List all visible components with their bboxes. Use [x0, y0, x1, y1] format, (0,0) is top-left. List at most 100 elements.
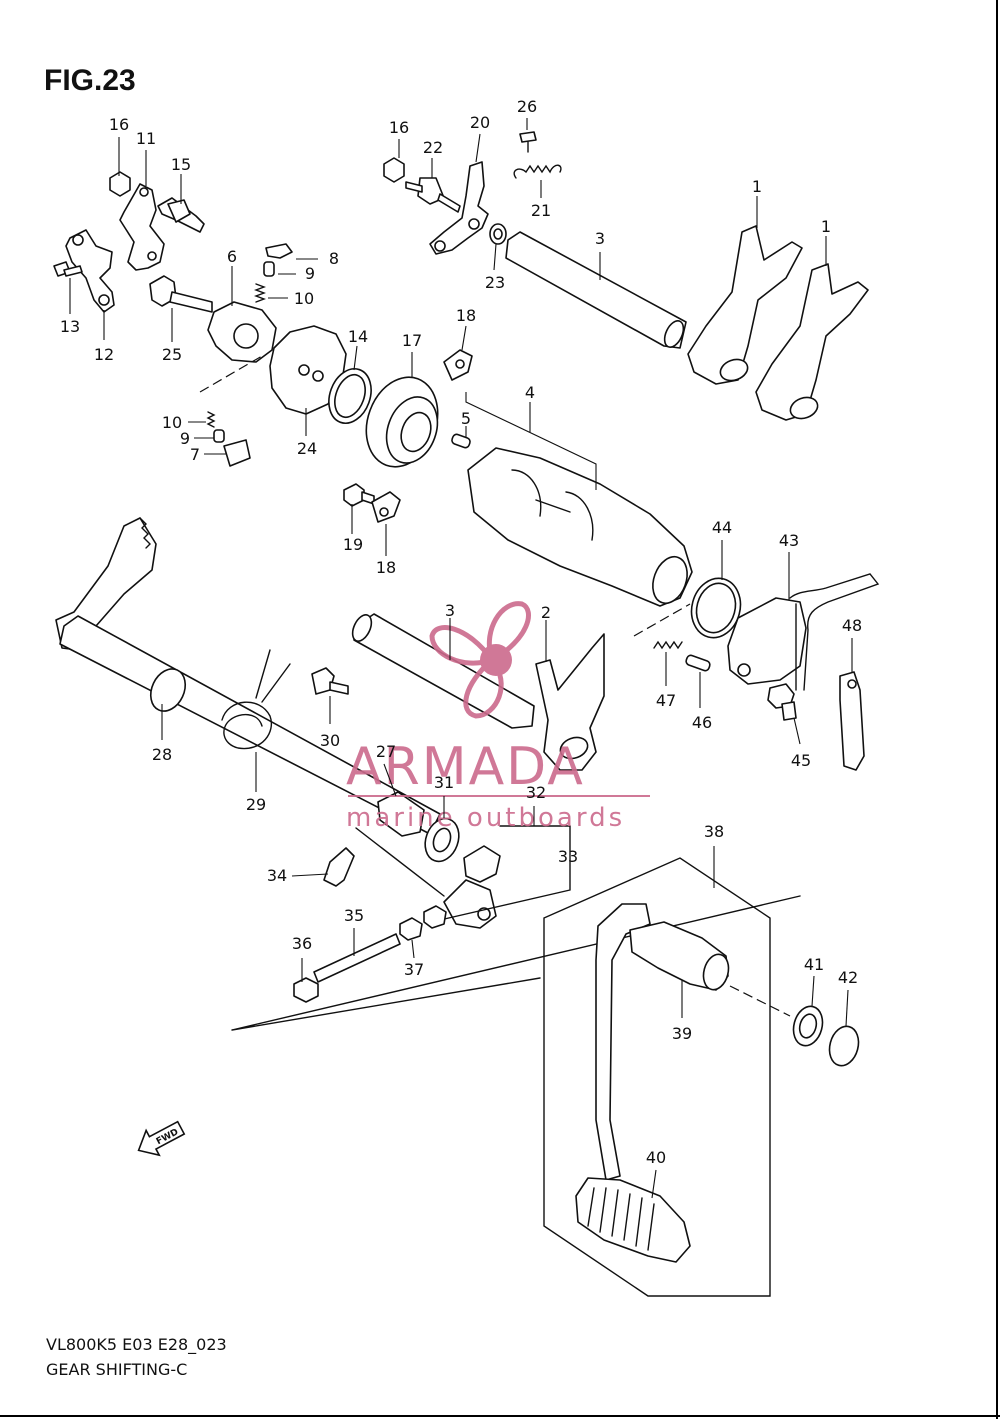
part-2-fork	[535, 633, 605, 771]
part-37-nut	[399, 917, 423, 941]
callout-11: 11	[136, 129, 156, 148]
part-15-stud-hex	[167, 199, 191, 223]
watermark-tagline: marine outboards	[346, 803, 625, 833]
part-11-hole	[139, 187, 149, 197]
part-22-stud-body	[417, 177, 445, 205]
part-13-bolt-shank	[63, 265, 83, 277]
part-42-circlip	[828, 1025, 860, 1067]
callout-16-top: 16	[389, 118, 409, 137]
callout-1-b: 1	[821, 217, 831, 236]
axis-switch	[633, 603, 691, 637]
part-20-hole-2	[468, 218, 480, 230]
callout-32: 32	[526, 783, 546, 802]
callout-17: 17	[402, 331, 422, 350]
callout-1-a: 1	[752, 177, 762, 196]
part-31-washer-inner	[432, 827, 452, 853]
callout-34: 34	[267, 866, 287, 885]
pedal-leader-long	[231, 895, 801, 1031]
callout-28: 28	[152, 745, 172, 764]
callout-41: 41	[804, 955, 824, 974]
part-24-hole-2	[312, 370, 324, 382]
part-1-fork-a-bore	[719, 358, 749, 382]
part-23-washer-hole	[493, 228, 503, 240]
part-20-lever	[429, 161, 489, 255]
part-30-screw-shank	[329, 681, 349, 695]
part-14-oring-inner	[334, 373, 366, 419]
callout-6: 6	[227, 247, 237, 266]
part-17-bearing-bore	[400, 411, 432, 453]
callout-42: 42	[838, 968, 858, 987]
part-26-screw	[519, 131, 537, 143]
callout-4: 4	[525, 383, 535, 402]
part-12-hole-2	[98, 294, 110, 306]
part-35-rod	[313, 933, 401, 983]
callout-16-left: 16	[109, 115, 129, 134]
part-18-hole	[455, 359, 465, 369]
part-3-shaft-mid-end	[351, 614, 373, 642]
part-9-pin-lower	[213, 429, 225, 443]
part-6-boss	[233, 323, 259, 349]
part-11-bracket	[119, 183, 165, 271]
part-4-drum-groove-2	[565, 491, 594, 541]
part-12-hole	[72, 234, 84, 246]
callout-26: 26	[517, 97, 537, 116]
part-44-oring-inner	[695, 582, 737, 634]
part-19-bolt	[343, 483, 365, 507]
part-16-nut-top	[383, 157, 405, 183]
watermark: ARMADA marine outboards	[346, 601, 650, 833]
axis-cam-left	[199, 355, 263, 393]
part-47-spring	[653, 640, 683, 650]
part-32-link	[463, 845, 501, 883]
callout-12: 12	[94, 345, 114, 364]
part-4-drum-groove-1	[511, 469, 542, 517]
callout-19: 19	[343, 535, 363, 554]
part-33-link-arm	[443, 879, 497, 929]
part-34-bolt	[323, 847, 355, 887]
callout-23: 23	[485, 273, 505, 292]
part-48-bracket	[839, 671, 865, 771]
callout-35: 35	[344, 906, 364, 925]
callout-30: 30	[320, 731, 340, 750]
part-45-bolt-shank	[781, 701, 797, 721]
callout-25: 25	[162, 345, 182, 364]
part-16-nut-left	[109, 171, 131, 197]
callout-45: 45	[791, 751, 811, 770]
callout-29: 29	[246, 795, 266, 814]
part-24-hole-1	[298, 364, 310, 376]
part-43-switch-hole	[737, 663, 751, 677]
part-4-drum-end	[652, 555, 688, 605]
part-10-spring-lower	[206, 411, 216, 428]
part-1-fork-b-bore	[789, 396, 819, 420]
callout-43: 43	[779, 531, 799, 550]
figure-title: FIG.23	[44, 64, 136, 97]
part-40-footpeg-ribs	[587, 1187, 655, 1251]
part-21-spring	[513, 164, 562, 179]
leader-lines	[69, 118, 853, 1199]
callout-22: 22	[423, 138, 443, 157]
callout-18-top: 18	[456, 306, 476, 325]
part-9-pin-top	[263, 261, 275, 277]
part-48-hole	[847, 679, 857, 689]
part-38-pedal-lever	[595, 903, 651, 1181]
part-18-lower-hole	[379, 507, 389, 517]
callout-numbers: 1 1 2 3 3 4 5 6 7 8 9 9 10 10 11 12 13 1…	[60, 97, 862, 1167]
callout-7: 7	[190, 445, 200, 464]
part-8-pawl	[265, 243, 293, 259]
part-33-joint	[423, 905, 447, 929]
part-22-stud-thread	[405, 181, 461, 213]
callout-18-lower: 18	[376, 558, 396, 577]
link-lines	[355, 825, 571, 921]
callout-9-top: 9	[305, 264, 315, 283]
callout-27: 27	[376, 742, 396, 761]
model-code: VL800K5 E03 E28_023	[46, 1335, 227, 1355]
callout-3-top: 3	[595, 229, 605, 248]
part-28-collar	[149, 668, 187, 712]
part-43-wires	[789, 573, 880, 691]
part-46-pin	[685, 654, 711, 672]
callout-38: 38	[704, 822, 724, 841]
callout-10-lower: 10	[162, 413, 182, 432]
callout-21: 21	[531, 201, 551, 220]
callout-24: 24	[297, 439, 317, 458]
callout-13: 13	[60, 317, 80, 336]
